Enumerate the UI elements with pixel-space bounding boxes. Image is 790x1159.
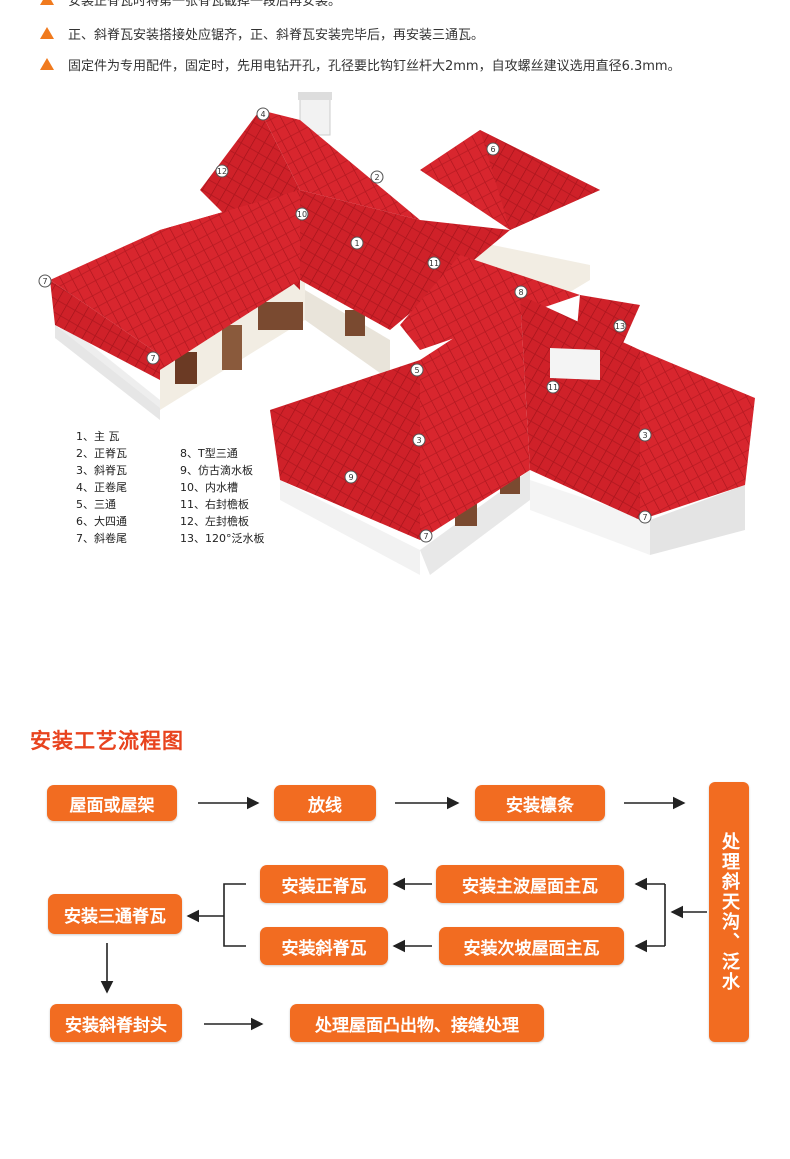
callout-marker: 4 <box>256 107 270 121</box>
step-valley-flashing: 处理斜天沟、泛水 <box>709 782 749 1042</box>
svg-text:1: 1 <box>354 239 359 248</box>
step-lay-line: 放线 <box>274 785 376 821</box>
legend-item: 12、左封檐板 <box>180 515 249 528</box>
svg-text:6: 6 <box>490 145 495 154</box>
step-install-hip-ridge: 安装斜脊瓦 <box>260 927 388 965</box>
legend-item: 10、内水槽 <box>180 481 238 494</box>
step-roof-frame: 屋面或屋架 <box>47 785 177 821</box>
svg-text:7: 7 <box>42 277 47 286</box>
callout-marker: 3 <box>638 428 652 442</box>
legend-item: 8、T型三通 <box>180 447 238 460</box>
svg-text:11: 11 <box>548 383 558 392</box>
roof-house-illustration: 1 2 3 3 4 5 6 7 7 7 7 8 9 10 11 11 12 13 <box>38 92 755 575</box>
callout-marker: 5 <box>410 363 424 377</box>
callout-marker: 12 <box>215 164 229 178</box>
legend-column-1: 1、主 瓦 2、正脊瓦 3、斜脊瓦 4、正卷尾 5、三通 6、大四通 7、斜卷尾 <box>76 428 127 547</box>
callout-marker: 7 <box>638 510 652 524</box>
legend-item: 9、仿古滴水板 <box>180 464 253 477</box>
legend-item: 7、斜卷尾 <box>76 532 127 545</box>
legend-item: 11、右封檐板 <box>180 498 249 511</box>
legend-column-2: 8、T型三通 9、仿古滴水板 10、内水槽 11、右封檐板 12、左封檐板 13… <box>180 445 265 547</box>
callout-marker: 6 <box>486 142 500 156</box>
svg-text:10: 10 <box>297 210 307 219</box>
callout-marker: 7 <box>419 529 433 543</box>
step-install-main-ridge: 安装正脊瓦 <box>260 865 388 903</box>
step-install-secondary-slope: 安装次坡屋面主瓦 <box>439 927 624 965</box>
legend-item: 13、120°泛水板 <box>180 532 265 545</box>
svg-text:4: 4 <box>260 110 265 119</box>
callout-marker: 11 <box>427 256 441 270</box>
svg-text:5: 5 <box>414 366 419 375</box>
note-item: 固定件为专用配件，固定时，先用电钻开孔，孔径要比钩钉丝杆大2mm，自攻螺丝建议选… <box>40 53 681 75</box>
step-install-tee-ridge: 安装三通脊瓦 <box>48 894 182 934</box>
note-item: 正、斜脊瓦安装搭接处应锯齐，正、斜脊瓦安装完毕后，再安装三通瓦。 <box>40 22 484 44</box>
callout-marker: 11 <box>546 380 560 394</box>
svg-text:11: 11 <box>429 259 439 268</box>
svg-text:7: 7 <box>642 513 647 522</box>
callout-marker: 9 <box>344 470 358 484</box>
step-install-primary-slope: 安装主波屋面主瓦 <box>436 865 624 903</box>
svg-text:3: 3 <box>416 436 421 445</box>
callout-marker: 8 <box>514 285 528 299</box>
warning-triangle-icon <box>40 27 54 39</box>
svg-text:13: 13 <box>615 322 625 331</box>
step-install-purlin: 安装檩条 <box>475 785 605 821</box>
callout-marker: 2 <box>370 170 384 184</box>
legend-item: 2、正脊瓦 <box>76 447 127 460</box>
step-handle-protrusions: 处理屋面凸出物、接缝处理 <box>290 1004 544 1042</box>
warning-triangle-icon <box>40 0 54 5</box>
callout-marker: 3 <box>412 433 426 447</box>
svg-text:7: 7 <box>423 532 428 541</box>
legend-item: 6、大四通 <box>76 515 127 528</box>
step-install-hip-end: 安装斜脊封头 <box>50 1004 182 1042</box>
callout-marker: 10 <box>295 207 309 221</box>
legend-item: 4、正卷尾 <box>76 481 127 494</box>
legend-item: 1、主 瓦 <box>76 430 120 443</box>
svg-text:7: 7 <box>150 354 155 363</box>
svg-text:8: 8 <box>518 288 523 297</box>
legend-item: 3、斜脊瓦 <box>76 464 127 477</box>
callout-marker: 13 <box>613 319 627 333</box>
note-item: 安装正脊瓦时将第一张脊瓦截掉一段后再安装。 <box>40 0 341 10</box>
svg-text:12: 12 <box>217 167 227 176</box>
callout-marker: 7 <box>38 274 52 288</box>
svg-text:3: 3 <box>642 431 647 440</box>
flow-title: 安装工艺流程图 <box>30 729 184 753</box>
callout-marker: 1 <box>350 236 364 250</box>
warning-triangle-icon <box>40 58 54 70</box>
legend-item: 5、三通 <box>76 498 116 511</box>
svg-text:2: 2 <box>374 173 379 182</box>
svg-text:9: 9 <box>348 473 353 482</box>
callout-marker: 7 <box>146 351 160 365</box>
